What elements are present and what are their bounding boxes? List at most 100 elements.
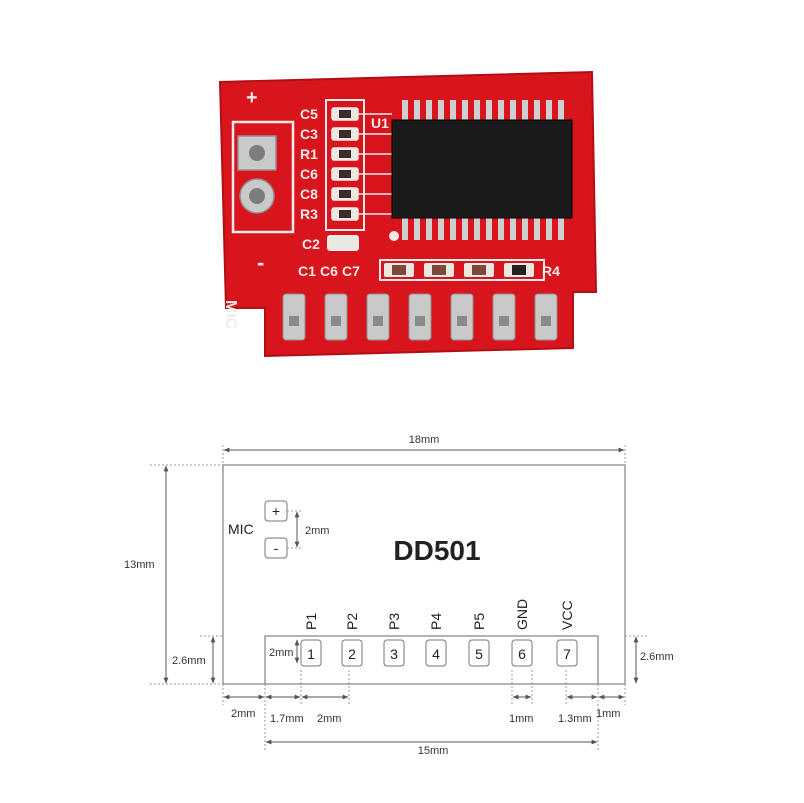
pin-number: 2 bbox=[348, 646, 356, 662]
chip-pin bbox=[438, 216, 444, 240]
pin-7-box bbox=[556, 639, 578, 667]
pin-label: P3 bbox=[386, 613, 402, 630]
edge-pad-hole bbox=[331, 316, 341, 326]
board-outline bbox=[222, 464, 626, 685]
first-pin-offset-label: 1.7mm bbox=[270, 713, 304, 725]
smd-c2 bbox=[327, 235, 359, 251]
smd-part-body bbox=[432, 265, 446, 275]
chip-pin bbox=[534, 216, 540, 240]
chip-pin bbox=[546, 100, 552, 122]
smd-parts-left bbox=[325, 99, 392, 231]
pin-2-box bbox=[341, 639, 363, 667]
mic-pad-square-hole bbox=[249, 145, 265, 161]
chip-pin bbox=[474, 216, 480, 240]
chip-pin bbox=[462, 100, 468, 122]
pin-3-box bbox=[383, 639, 405, 667]
chip-pin bbox=[522, 216, 528, 240]
mic-pad-round-hole bbox=[249, 188, 265, 204]
chip-pin1-marker bbox=[389, 231, 399, 241]
diagram-title: DD501 bbox=[393, 535, 480, 566]
mic-spacing-label: 2mm bbox=[305, 525, 329, 537]
pin-number: 5 bbox=[475, 646, 483, 662]
chip-pin bbox=[414, 216, 420, 240]
chip-pin bbox=[450, 100, 456, 122]
pin-number: 3 bbox=[390, 646, 398, 662]
smd-part-body bbox=[472, 265, 486, 275]
last-pin-offset-label: 1.3mm bbox=[558, 713, 592, 725]
pin-number: 6 bbox=[518, 646, 526, 662]
silk-bottom-label: C1 bbox=[298, 263, 316, 279]
pin-label: P4 bbox=[428, 613, 444, 630]
chip-pin bbox=[558, 100, 564, 122]
edge-pads bbox=[282, 293, 558, 341]
left-notch-height-label: 2.6mm bbox=[172, 655, 206, 667]
pin-label: GND bbox=[514, 599, 530, 630]
overall-height-label: 13mm bbox=[124, 559, 155, 571]
chip-pin bbox=[510, 216, 516, 240]
chip-pin bbox=[522, 100, 528, 122]
pin-span-label: 15mm bbox=[418, 745, 449, 757]
smd-parts-bottom bbox=[384, 263, 534, 277]
silk-label-c6: C6 bbox=[300, 166, 318, 182]
edge-pad-hole bbox=[373, 316, 383, 326]
chip-pin bbox=[558, 216, 564, 240]
smd-part-body bbox=[339, 170, 351, 178]
mic-pin-minus: - bbox=[274, 540, 279, 556]
silk-label-r1: R1 bbox=[300, 146, 318, 162]
pin-number: 1 bbox=[307, 646, 315, 662]
silk-label-c3: C3 bbox=[300, 126, 318, 142]
chip-pin bbox=[450, 216, 456, 240]
right-notch-height-label: 2.6mm bbox=[640, 651, 674, 663]
silk-label-c8: C8 bbox=[300, 186, 318, 202]
silk-minus: - bbox=[257, 250, 264, 275]
smd-part-body bbox=[339, 190, 351, 198]
chip-pins bbox=[402, 100, 564, 240]
chip-pin bbox=[414, 100, 420, 122]
pin-4-box bbox=[425, 639, 447, 667]
smd-part-body bbox=[339, 210, 351, 218]
smd-part-body bbox=[339, 150, 351, 158]
chip-pin bbox=[510, 100, 516, 122]
mic-pin-plus: + bbox=[272, 503, 280, 519]
dimension-diagram: DD501 MIC + - 2mm 1P12P23P34P45P56GND7VC… bbox=[124, 434, 674, 757]
chip-pin bbox=[402, 100, 408, 122]
pin-height-label: 2mm bbox=[269, 647, 293, 659]
chip-pin bbox=[462, 216, 468, 240]
chip-pin bbox=[486, 216, 492, 240]
chip-u1 bbox=[391, 119, 573, 219]
right-notch-width-label: 1mm bbox=[596, 708, 620, 720]
chip-pin bbox=[498, 216, 504, 240]
pin-label: VCC bbox=[559, 600, 575, 630]
pin-pitch-label: 2mm bbox=[317, 713, 341, 725]
smd-part-body bbox=[512, 265, 526, 275]
silk-r4: R4 bbox=[542, 263, 560, 279]
chip-pin bbox=[534, 100, 540, 122]
chip-pin bbox=[426, 100, 432, 122]
smd-bottom-frame bbox=[379, 259, 545, 281]
edge-pad-hole bbox=[541, 316, 551, 326]
smd-part-body bbox=[392, 265, 406, 275]
silk-bottom-label: C6 bbox=[320, 263, 338, 279]
edge-pad-hole bbox=[289, 316, 299, 326]
silk-mic: MIC bbox=[222, 300, 239, 330]
silk-label-c5: C5 bbox=[300, 106, 318, 122]
smd-part-body bbox=[339, 130, 351, 138]
silk-c2: C2 bbox=[302, 236, 320, 252]
pin-label: P5 bbox=[471, 613, 487, 630]
pin-label: P2 bbox=[344, 613, 360, 630]
silk-bottom-label: C7 bbox=[342, 263, 360, 279]
silk-plus: + bbox=[246, 87, 258, 109]
silk-label-r3: R3 bbox=[300, 206, 318, 222]
mic-pad-frame bbox=[231, 120, 295, 234]
pin-number: 4 bbox=[432, 646, 440, 662]
edge-pad-hole bbox=[499, 316, 509, 326]
smd-left-frame bbox=[325, 99, 365, 231]
left-notch-width-label: 2mm bbox=[231, 708, 255, 720]
pin-label: P1 bbox=[303, 613, 319, 630]
pin-1-box bbox=[300, 639, 322, 667]
chip-pin bbox=[486, 100, 492, 122]
